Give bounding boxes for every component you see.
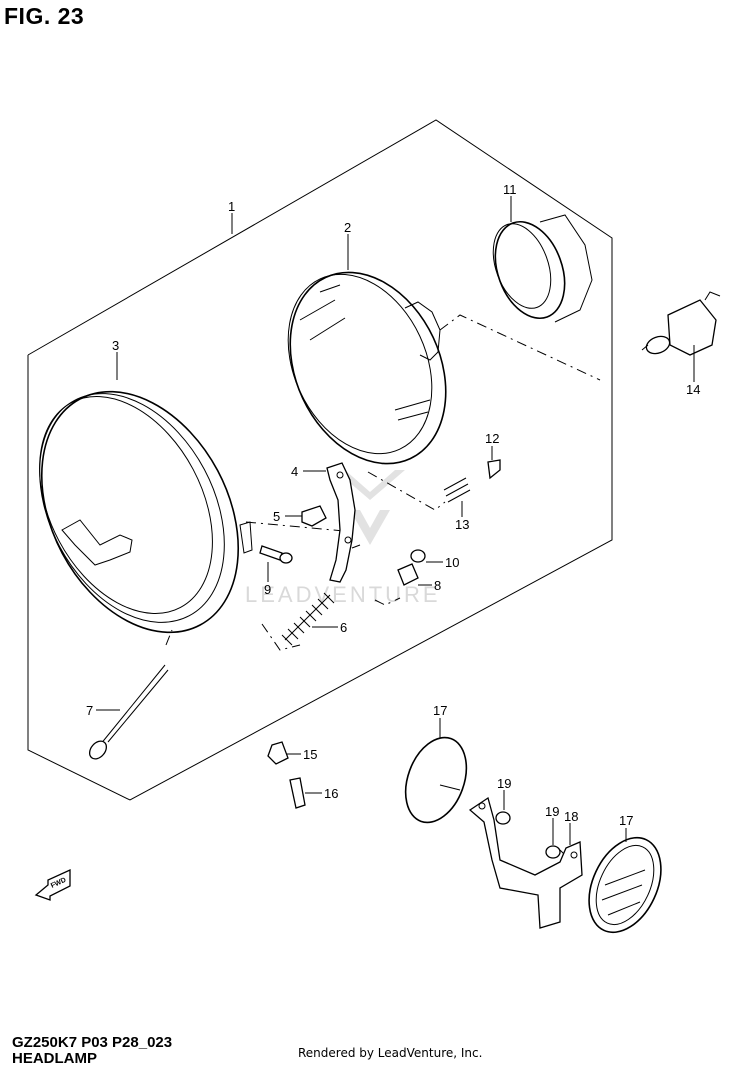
- callout-5: 5: [273, 509, 280, 524]
- fwd-arrow-icon: FWD: [34, 868, 71, 901]
- nut-15: [267, 741, 289, 765]
- callout-11: 11: [503, 182, 517, 197]
- callout-10: 10: [445, 555, 459, 570]
- adjusting-screw-7: [88, 664, 169, 760]
- screw-9: [259, 545, 293, 564]
- figure-title: FIG. 23: [4, 3, 85, 29]
- assembly-outline: [27, 119, 613, 801]
- callout-7: 7: [86, 703, 93, 718]
- reflector-left: [404, 736, 468, 824]
- spring-13: [443, 477, 471, 503]
- socket-cover: [492, 214, 593, 323]
- callout-labels: 1 2 3 4 5 6 7 8 9 10 11 12 13 14 15 16 1…: [86, 182, 700, 828]
- callout-13: 13: [455, 517, 469, 532]
- callout-2: 2: [344, 220, 351, 235]
- reflector-bracket: [468, 796, 583, 929]
- clip-nut-8: [397, 563, 419, 586]
- callout-16: 16: [324, 786, 338, 801]
- bolt-16: [289, 777, 306, 809]
- diagram-code: GZ250K7 P03 P28_023: [12, 1034, 173, 1051]
- spring-6: [281, 592, 335, 646]
- callout-3: 3: [112, 338, 119, 353]
- callout-1: 1: [228, 199, 235, 214]
- watermark: LEADVENTURE: [245, 470, 441, 607]
- reflector-right: [588, 836, 662, 934]
- callout-19-right: 19: [545, 804, 559, 819]
- headlamp-rim: [39, 390, 253, 634]
- callout-19-left: 19: [497, 776, 511, 791]
- clip-nut-5: [301, 505, 327, 527]
- callout-8: 8: [434, 578, 441, 593]
- leader-lines: [96, 196, 695, 845]
- callout-4: 4: [291, 464, 298, 479]
- screw-12: [487, 459, 501, 480]
- sealed-beam-unit: [287, 271, 447, 465]
- callout-17-right: 17: [619, 813, 633, 828]
- nut-19a: [495, 811, 511, 825]
- callout-15: 15: [303, 747, 317, 762]
- nut-19b: [545, 845, 561, 859]
- headlamp-bulb: [641, 291, 721, 356]
- diagram-name: HEADLAMP: [12, 1050, 97, 1067]
- cap-10: [410, 549, 426, 563]
- callout-14: 14: [686, 382, 700, 397]
- adjuster-bracket: [326, 462, 356, 583]
- callout-6: 6: [340, 620, 347, 635]
- callout-18: 18: [564, 809, 578, 824]
- watermark-text: LEADVENTURE: [245, 582, 441, 607]
- callout-9: 9: [264, 582, 271, 597]
- callout-12: 12: [485, 431, 499, 446]
- rendered-by-credit: Rendered by LeadVenture, Inc.: [298, 1046, 483, 1060]
- callout-17-left: 17: [433, 703, 447, 718]
